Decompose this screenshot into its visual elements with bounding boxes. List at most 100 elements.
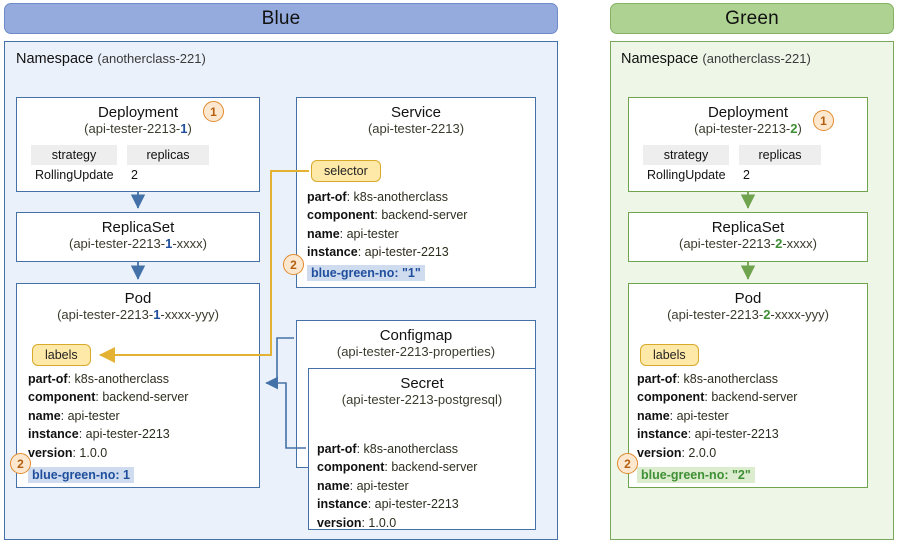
blue-pod-label-key-0: part-of: [28, 372, 68, 386]
list-item: name: api-tester: [637, 408, 729, 423]
blue-service-title: Service: [390, 104, 442, 121]
blue-pod-subtitle: (api-tester-2213-1-xxxx-yyy): [17, 307, 259, 323]
green-pod-label-value-1: backend-server: [711, 390, 798, 405]
blue-pod-label-key-2: name: [28, 408, 61, 423]
green-pod-bluegreen-highlight: blue-green-no: "2": [637, 466, 755, 483]
green-pod-subtitle: (api-tester-2213-2-xxxx-yyy): [629, 307, 867, 323]
blue-secret-label-key-1: component: [317, 460, 385, 475]
green-pod-label-key-0: part-of: [637, 372, 677, 386]
blue-secret-label-key-4: version: [317, 515, 362, 530]
green-namespace-label: Namespace (anotherclass-221): [621, 51, 811, 67]
blue-configmap-title: Configmap: [379, 327, 453, 344]
blue-pod-title: Pod: [124, 290, 152, 307]
green-pod-labels-tag[interactable]: labels: [640, 344, 699, 366]
blue-pod-label-key-3: instance: [28, 427, 79, 442]
blue-deployment-sub-accent: 1: [180, 121, 188, 137]
blue-pod-label-value-4: 1.0.0: [79, 445, 108, 460]
blue-service-box[interactable]: Service (api-tester-2213): [296, 97, 536, 288]
list-item: version: 1.0.0: [317, 515, 397, 530]
blue-service-label-key-2: name: [307, 226, 340, 241]
green-deployment-chips: strategy replicas: [629, 137, 867, 165]
blue-replicaset-box[interactable]: ReplicaSet (api-tester-2213-1-xxxx): [16, 212, 260, 262]
blue-replicaset-sub-post: -xxxx): [172, 236, 207, 252]
green-panel-header-label: Green: [725, 7, 779, 29]
blue-pod-label-key-1: component: [28, 390, 96, 405]
blue-panel-header: Blue: [4, 3, 558, 34]
blue-pod-label-value-0: k8s-anotherclass: [74, 372, 170, 386]
green-chip-replicas: replicas: [739, 144, 821, 165]
blue-pod-labels-tag[interactable]: labels: [32, 344, 91, 366]
green-pod-label-value-0: k8s-anotherclass: [683, 372, 779, 386]
list-item: instance: api-tester-2213: [637, 427, 779, 442]
green-value-replicas: 2: [743, 167, 750, 182]
blue-deployment-chips: strategy replicas: [17, 137, 259, 165]
list-item: part-of: k8s-anotherclass: [637, 372, 779, 386]
list-item: version: 2.0.0: [637, 445, 717, 460]
blue-value-replicas: 2: [131, 167, 138, 182]
blue-namespace-kind: Namespace: [16, 51, 94, 67]
green-pod-label-value-2: api-tester: [676, 408, 729, 423]
blue-pod-sub-post: -xxxx-yyy): [160, 307, 219, 323]
blue-pod-badge: 2: [10, 453, 31, 474]
blue-pod-sub-pre: (api-tester-2213-: [57, 307, 154, 323]
green-chip-strategy: strategy: [643, 144, 729, 165]
green-pod-title: Pod: [734, 290, 762, 307]
list-item: part-of: k8s-anotherclass: [317, 442, 459, 456]
blue-secret-title: Secret: [400, 375, 444, 392]
blue-service-label-key-0: part-of: [307, 190, 347, 204]
green-replicaset-sub-post: -xxxx): [782, 236, 817, 252]
blue-deployment-title: Deployment: [97, 104, 179, 121]
blue-service-label-value-2: api-tester: [346, 226, 399, 241]
blue-secret-box[interactable]: Secret (api-tester-2213-postgresql): [308, 368, 536, 530]
blue-deployment-sub-pre: (api-tester-2213-: [84, 121, 181, 137]
blue-replicaset-subtitle: (api-tester-2213-1-xxxx): [17, 236, 259, 252]
blue-deployment-values: RollingUpdate 2: [17, 165, 259, 182]
blue-service-label-key-1: component: [307, 208, 375, 223]
blue-value-strategy: RollingUpdate: [35, 167, 114, 182]
green-deployment-title: Deployment: [707, 104, 789, 121]
blue-service-selector-tag[interactable]: selector: [311, 160, 381, 182]
list-item: component: backend-server: [637, 390, 798, 405]
blue-service-label-value-3: api-tester-2213: [364, 245, 449, 260]
blue-namespace-label: Namespace (anotherclass-221): [16, 51, 206, 67]
green-deployment-badge: 1: [813, 110, 834, 131]
green-deployment-values: RollingUpdate 2: [629, 165, 867, 182]
blue-secret-subtitle: (api-tester-2213-postgresql): [341, 392, 503, 408]
list-item: name: api-tester: [28, 408, 120, 423]
blue-service-labels-list: part-of: k8s-anotherclass component: bac…: [307, 188, 467, 282]
green-namespace-name: (anotherclass-221): [702, 51, 811, 66]
list-item: instance: api-tester-2213: [28, 427, 170, 442]
blue-secret-label-key-3: instance: [317, 497, 368, 512]
list-item: instance: api-tester-2213: [317, 497, 459, 512]
blue-pod-labels-list: part-of: k8s-anotherclass component: bac…: [28, 370, 188, 484]
blue-configmap-subtitle: (api-tester-2213-properties): [336, 344, 496, 360]
blue-deployment-subtitle: (api-tester-2213-1): [17, 121, 259, 137]
list-item: component: backend-server: [28, 390, 189, 405]
blue-service-label-value-1: backend-server: [381, 208, 468, 223]
green-replicaset-box[interactable]: ReplicaSet (api-tester-2213-2-xxxx): [628, 212, 868, 262]
blue-secret-label-key-0: part-of: [317, 442, 357, 456]
green-pod-sub-pre: (api-tester-2213-: [667, 307, 764, 323]
list-item: instance: api-tester-2213: [307, 245, 449, 260]
blue-replicaset-sub-pre: (api-tester-2213-: [68, 236, 166, 252]
green-pod-label-key-2: name: [637, 408, 670, 423]
green-pod-label-key-3: instance: [637, 427, 688, 442]
blue-secret-labels-list: part-of: k8s-anotherclass component: bac…: [317, 440, 477, 532]
green-pod-labels-list: part-of: k8s-anotherclass component: bac…: [637, 370, 797, 484]
green-pod-label-value-3: api-tester-2213: [694, 427, 779, 442]
green-deployment-sub-accent: 2: [790, 121, 798, 137]
blue-deployment-badge: 1: [203, 101, 224, 122]
green-pod-sub-accent: 2: [763, 307, 771, 323]
green-deployment-box[interactable]: Deployment (api-tester-2213-2) strategy …: [628, 97, 868, 192]
green-pod-box[interactable]: Pod (api-tester-2213-2-xxxx-yyy): [628, 283, 868, 488]
blue-pod-bluegreen-highlight: blue-green-no: 1: [28, 466, 134, 483]
blue-secret-label-key-2: name: [317, 478, 350, 493]
blue-secret-label-value-4: 1.0.0: [368, 515, 397, 530]
blue-pod-label-value-1: backend-server: [102, 390, 189, 405]
green-pod-sub-post: -xxxx-yyy): [770, 307, 829, 323]
green-replicaset-title: ReplicaSet: [711, 219, 785, 236]
green-pod-label-value-4: 2.0.0: [688, 445, 717, 460]
list-item: name: api-tester: [307, 226, 399, 241]
green-pod-badge: 2: [617, 453, 638, 474]
blue-chip-strategy: strategy: [31, 144, 117, 165]
